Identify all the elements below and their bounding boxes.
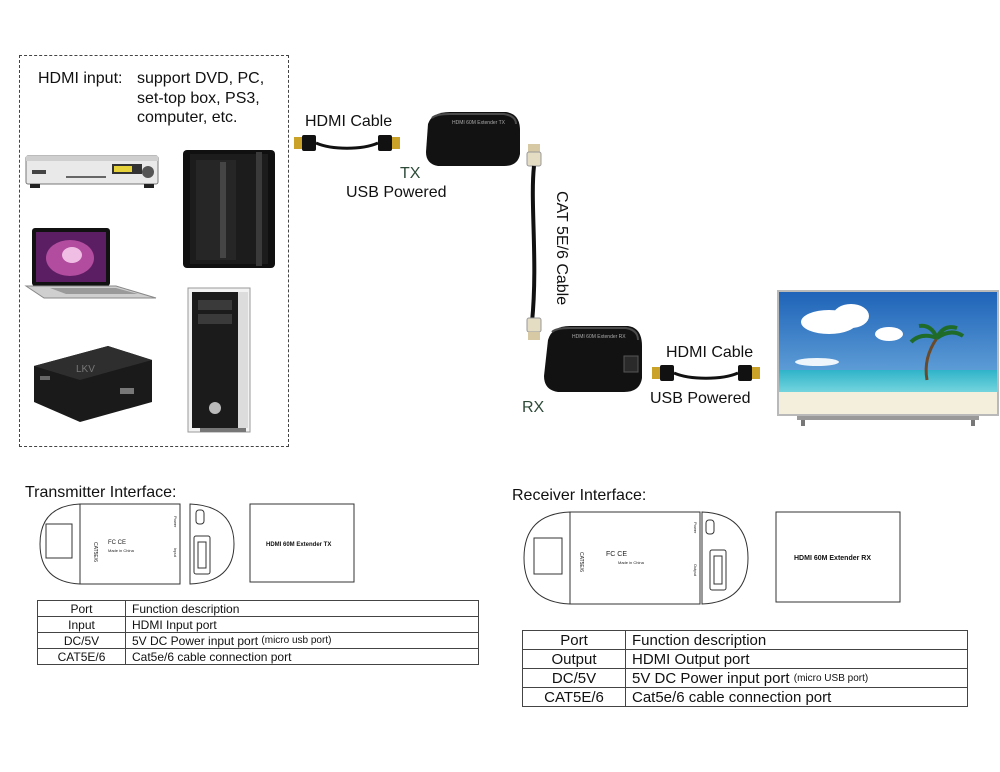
tx-hdmi-cable [294,135,400,151]
svg-text:Power: Power [693,522,698,534]
tx-unit-name: TX [400,165,421,182]
rx-hdmi-cable-label: HDMI Cable [666,344,754,361]
table-cell-note: (micro USB port) [793,672,869,684]
receiver-interface-drawing: CAT5E/6 FC CE Made in China Power Output… [523,511,901,605]
svg-text:Made in China: Made in China [618,560,645,565]
table-cell-desc: Cat5e/6 cable connection port [125,648,479,665]
transmitter-interface-drawing: CAT5E/6 FC CE Made in China Power Input … [39,503,355,585]
table-cell-desc: 5V DC Power input port (micro usb port) [125,632,479,649]
source-devices-box [19,55,289,447]
svg-text:HDMI 60M Extender TX: HDMI 60M Extender TX [266,542,331,548]
transmitter-interface-title: Transmitter Interface: [25,484,177,501]
table-cell-port: Output [522,649,626,669]
laptop-icon [24,228,157,299]
table-header-function: Function description [625,630,968,650]
svg-text:Input: Input [173,548,178,558]
source-devices-illustration: LKV [24,150,275,433]
table-cell-port: DC/5V [522,668,626,688]
rx-usb-powered: USB Powered [650,390,751,407]
cat-cable [526,144,542,340]
table-cell-port: DC/5V [37,632,126,649]
svg-text:Output: Output [693,564,698,577]
table-header-row: Port Function description [522,630,968,650]
hdmi-input-line1: support DVD, PC, [137,70,265,87]
svg-text:Power: Power [173,516,178,528]
hdmi-input-line3: computer, etc. [137,109,238,126]
receiver-interface-title: Receiver Interface: [512,487,647,504]
table-cell-port: CAT5E/6 [522,687,626,707]
transmitter-port-table: Port Function description Input HDMI Inp… [37,600,479,665]
dvd-player-icon [25,155,159,188]
table-header-port: Port [37,600,126,617]
tx-extender-unit: HDMI 60M Extender TX [426,112,520,166]
table-cell-desc: Cat5e/6 cable connection port [625,687,968,707]
svg-text:LKV: LKV [76,364,95,375]
receiver-port-table: Port Function description Output HDMI Ou… [522,630,968,707]
rx-hdmi-cable [652,365,760,381]
svg-text:HDMI 60M Extender RX: HDMI 60M Extender RX [572,334,626,340]
tv-display-icon [777,290,999,426]
rx-extender-unit: HDMI 60M Extender RX [544,326,642,392]
svg-text:CAT5E/6: CAT5E/6 [92,542,98,562]
hdmi-input-line2: set-top box, PS3, [137,90,260,107]
desktop-tower-icon [187,287,251,433]
ps3-console-icon [183,150,275,268]
table-cell-note: (micro usb port) [261,634,332,646]
svg-text:HDMI 60M Extender RX: HDMI 60M Extender RX [794,555,871,562]
table-row: DC/5V 5V DC Power input port (micro usb … [37,632,479,649]
tx-usb-powered: USB Powered [346,184,447,201]
table-row: Input HDMI Input port [37,616,479,633]
table-row: CAT5E/6 Cat5e/6 cable connection port [522,687,968,707]
svg-text:FC CE: FC CE [606,551,627,558]
table-row: DC/5V 5V DC Power input port (micro USB … [522,668,968,688]
table-row: Output HDMI Output port [522,649,968,669]
svg-text:Made in China: Made in China [108,548,135,553]
table-header-function: Function description [125,600,479,617]
cat-cable-label: CAT 5E/6 Cable [553,191,570,306]
table-header-row: Port Function description [37,600,479,617]
svg-text:HDMI 60M Extender TX: HDMI 60M Extender TX [452,120,506,126]
table-cell-desc: HDMI Output port [625,649,968,669]
tx-hdmi-cable-label: HDMI Cable [305,113,393,130]
table-cell-desc: 5V DC Power input port (micro USB port) [625,668,968,688]
svg-text:CAT5E/6: CAT5E/6 [578,552,584,572]
table-header-port: Port [522,630,626,650]
rx-unit-name: RX [522,399,545,416]
table-cell-port: CAT5E/6 [37,648,126,665]
set-top-box-icon: LKV [34,346,152,422]
table-cell-desc: HDMI Input port [125,616,479,633]
table-cell-port: Input [37,616,126,633]
svg-text:FC CE: FC CE [108,540,126,546]
table-row: CAT5E/6 Cat5e/6 cable connection port [37,648,479,665]
hdmi-input-label: HDMI input: [38,70,123,87]
